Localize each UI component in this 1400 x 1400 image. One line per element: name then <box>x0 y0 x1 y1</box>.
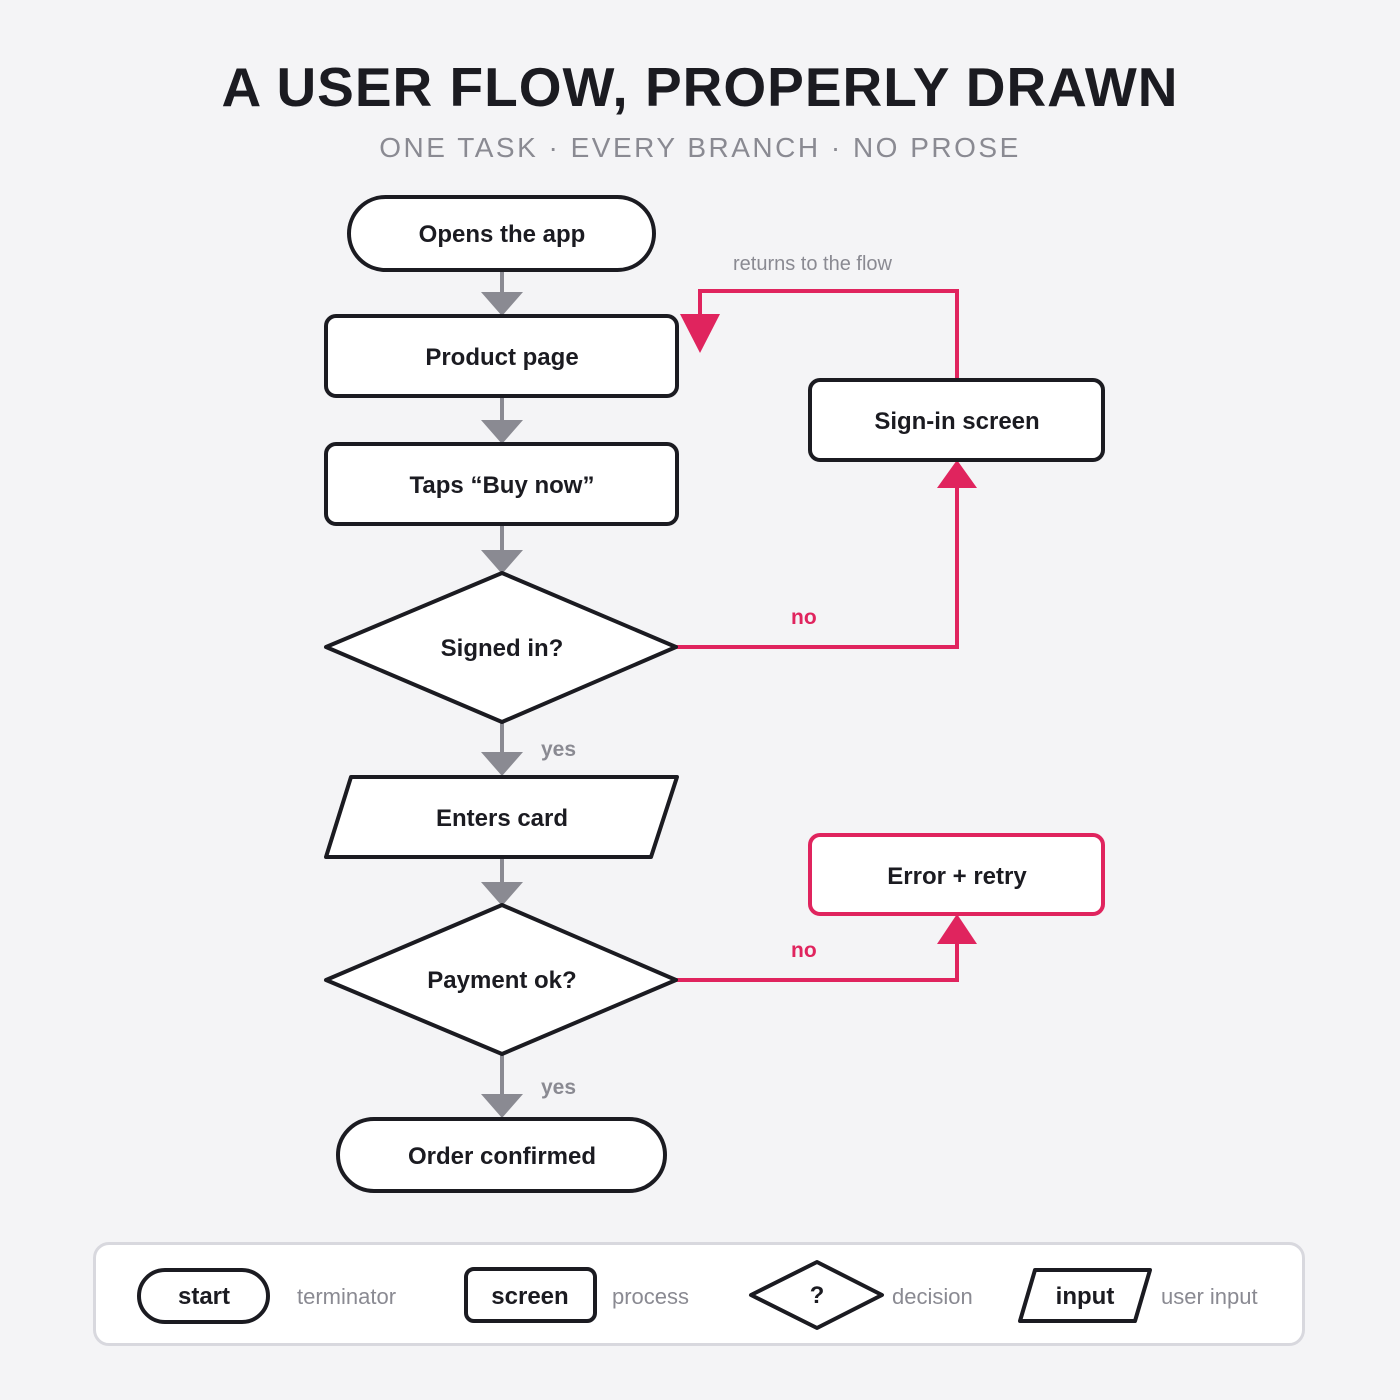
arrow-signed-in-to-card <box>481 722 523 776</box>
legend-input: input user input <box>1018 1268 1258 1323</box>
node-order-confirmed-label: Order confirmed <box>408 1143 596 1170</box>
edge-label-payment-yes: yes <box>541 1076 576 1099</box>
node-payment-decision: Payment ok? <box>324 903 678 1056</box>
page-subtitle: ONE TASK · EVERY BRANCH · NO PROSE <box>379 132 1021 163</box>
arrow-payment-no <box>676 914 977 982</box>
node-product-page-label: Product page <box>425 344 578 371</box>
node-error-retry-label: Error + retry <box>887 863 1027 890</box>
arrow-card-to-payment <box>481 857 523 906</box>
edge-label-signed-in-yes: yes <box>541 738 576 761</box>
node-order-confirmed: Order confirmed <box>336 1117 667 1193</box>
node-opens-app: Opens the app <box>347 195 656 272</box>
node-signed-in-decision: Signed in? <box>324 571 678 724</box>
node-payment-label: Payment ok? <box>427 967 576 994</box>
node-product-page: Product page <box>324 314 679 398</box>
arrow-product-to-taps <box>481 396 523 444</box>
node-enters-card: Enters card <box>324 775 679 859</box>
edge-label-payment-no: no <box>791 939 817 962</box>
node-enters-card-label: Enters card <box>436 805 568 832</box>
legend-terminator-shape-text: start <box>178 1283 230 1310</box>
legend-input-label: user input <box>1161 1284 1258 1309</box>
legend-input-shape-text: input <box>1056 1283 1115 1310</box>
node-signed-in-label: Signed in? <box>441 635 564 662</box>
arrow-opens-to-product <box>481 271 523 316</box>
legend-terminator: start terminator <box>137 1268 396 1324</box>
legend-process-shape-text: screen <box>491 1283 568 1310</box>
edge-label-signed-in-no: no <box>791 606 817 629</box>
legend-decision: ? decision <box>749 1260 973 1330</box>
page-title: A USER FLOW, PROPERLY DRAWN <box>221 56 1179 118</box>
node-sign-in-screen: Sign-in screen <box>808 378 1105 462</box>
node-taps-buy: Taps “Buy now” <box>324 442 679 526</box>
arrow-payment-to-order <box>481 1054 523 1118</box>
legend-decision-label: decision <box>892 1284 973 1309</box>
main-flow-connectors <box>481 271 523 1118</box>
legend-terminator-label: terminator <box>297 1284 396 1309</box>
edge-label-returns: returns to the flow <box>733 253 893 275</box>
legend-process: screen process <box>464 1267 689 1323</box>
legend-decision-shape-text: ? <box>810 1282 825 1309</box>
arrow-signed-in-no <box>676 460 977 649</box>
legend: start terminator screen process ? decisi… <box>137 1260 1258 1330</box>
arrow-taps-to-signed-in <box>481 524 523 574</box>
node-opens-app-label: Opens the app <box>419 221 586 248</box>
branch-connectors <box>676 289 977 982</box>
node-taps-buy-label: Taps “Buy now” <box>410 472 595 499</box>
node-sign-in-screen-label: Sign-in screen <box>874 408 1039 435</box>
node-error-retry: Error + retry <box>808 833 1105 916</box>
arrow-returns-to-flow <box>680 289 959 380</box>
legend-process-label: process <box>612 1284 689 1309</box>
